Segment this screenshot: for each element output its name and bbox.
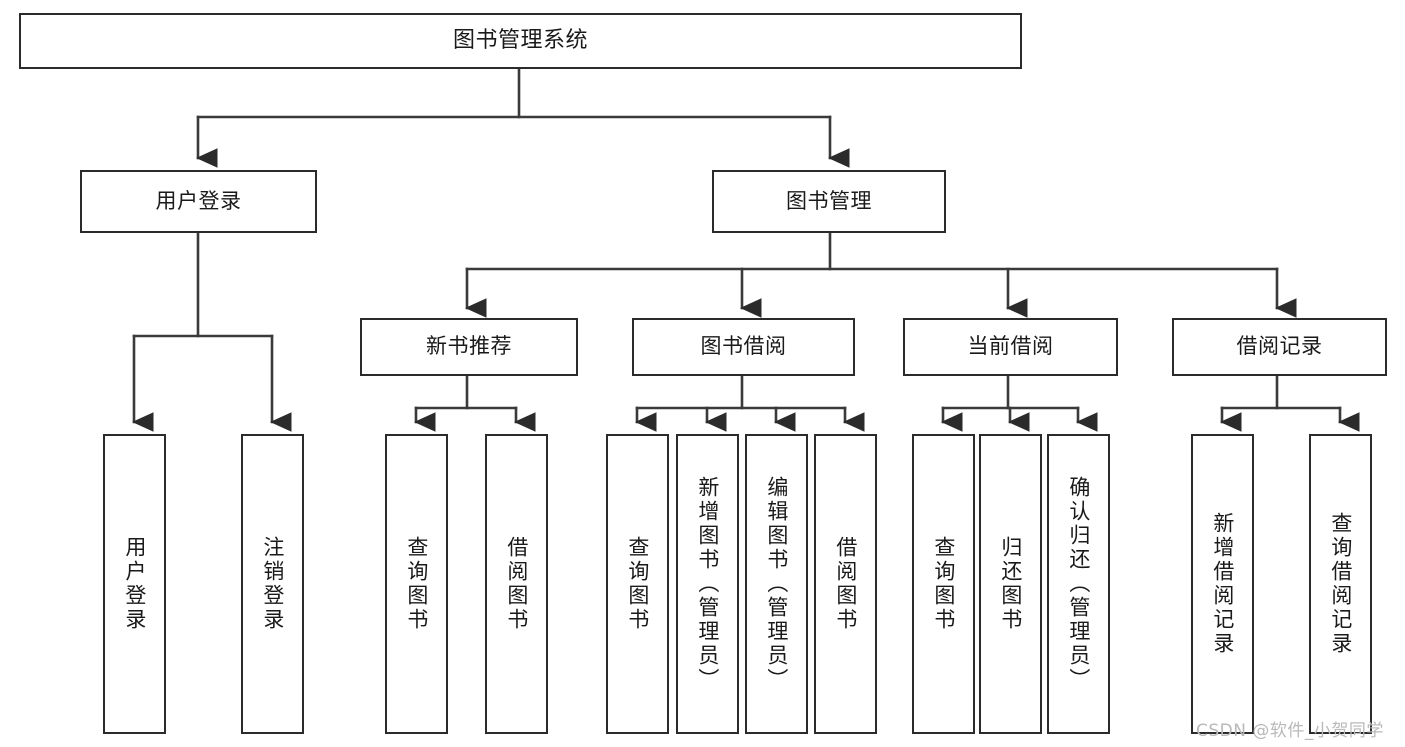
node-label: 确认归还（管理员） [1066, 476, 1091, 692]
node-leaf-user-login[interactable]: 用户登录 [103, 434, 166, 734]
node-label: 用户登录 [122, 536, 147, 632]
node-label: 查询借阅记录 [1328, 512, 1353, 656]
node-borrow-records[interactable]: 借阅记录 [1172, 318, 1387, 376]
node-label: 归还图书 [998, 536, 1023, 632]
node-label: 新增图书（管理员） [695, 476, 720, 692]
node-label: 查询图书 [404, 536, 429, 632]
node-leaf-query-book-borrow[interactable]: 查询图书 [606, 434, 669, 734]
node-leaf-logout[interactable]: 注销登录 [241, 434, 304, 734]
node-label: 图书借阅 [700, 334, 787, 359]
node-label: 新书推荐 [426, 334, 512, 359]
node-label: 注销登录 [260, 536, 285, 632]
node-book-borrow[interactable]: 图书借阅 [632, 318, 855, 376]
node-label: 新增借阅记录 [1210, 512, 1235, 656]
node-leaf-return-book[interactable]: 归还图书 [979, 434, 1042, 734]
node-label: 图书管理系统 [452, 27, 588, 53]
node-label: 用户登录 [155, 188, 242, 213]
node-leaf-query-borrow-record[interactable]: 查询借阅记录 [1309, 434, 1372, 734]
node-leaf-borrow-book-recommend[interactable]: 借阅图书 [485, 434, 548, 734]
node-label: 查询图书 [625, 536, 650, 632]
node-label: 当前借阅 [967, 334, 1054, 359]
node-label: 借阅记录 [1236, 334, 1323, 359]
node-book-management[interactable]: 图书管理 [712, 170, 946, 233]
node-leaf-edit-book-admin[interactable]: 编辑图书（管理员） [745, 434, 808, 734]
node-label: 借阅图书 [833, 536, 858, 632]
node-root-system[interactable]: 图书管理系统 [19, 13, 1022, 69]
node-leaf-add-borrow-record[interactable]: 新增借阅记录 [1191, 434, 1254, 734]
node-user-login[interactable]: 用户登录 [80, 170, 317, 233]
node-current-borrow[interactable]: 当前借阅 [903, 318, 1118, 376]
node-label: 借阅图书 [504, 536, 529, 632]
node-leaf-query-book-recommend[interactable]: 查询图书 [385, 434, 448, 734]
node-label: 图书管理 [786, 188, 872, 213]
csdn-watermark: CSDN @软件_小贺同学 [1196, 721, 1384, 741]
node-leaf-query-book-current[interactable]: 查询图书 [912, 434, 975, 734]
node-leaf-borrow-book[interactable]: 借阅图书 [814, 434, 877, 734]
node-leaf-confirm-return-admin[interactable]: 确认归还（管理员） [1047, 434, 1110, 734]
node-label: 编辑图书（管理员） [764, 476, 789, 692]
node-leaf-add-book-admin[interactable]: 新增图书（管理员） [676, 434, 739, 734]
node-label: 查询图书 [931, 536, 956, 632]
node-new-book-recommend[interactable]: 新书推荐 [360, 318, 578, 376]
